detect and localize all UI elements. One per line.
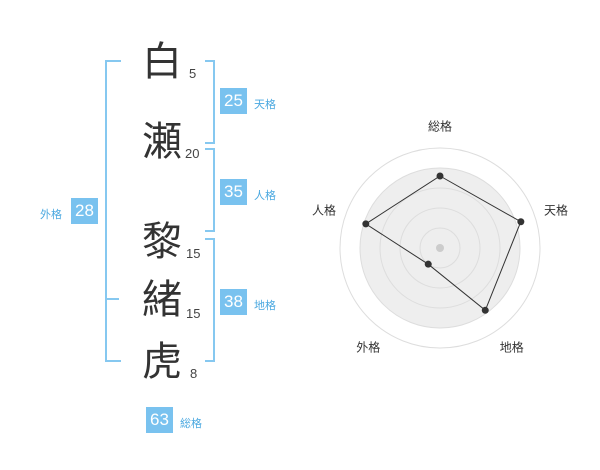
radar-point-1 (436, 172, 444, 180)
chikaku-badge: 38 (220, 289, 247, 315)
radar-ring-3 (379, 187, 501, 309)
soukaku-label: 総格 (180, 417, 202, 430)
jinkaku-bracket (205, 148, 215, 232)
name-char-5: 虎 (142, 339, 182, 385)
jinkaku-badge: 35 (220, 179, 247, 205)
stroke-count-1: 5 (189, 66, 197, 81)
stroke-count-4: 15 (186, 306, 201, 321)
radar-point-4 (424, 260, 432, 268)
radar-axis-label: 外格 (356, 340, 381, 355)
radar-polygon (364, 175, 522, 312)
tenkaku-label: 天格 (254, 98, 276, 111)
name-char-1: 白 (142, 39, 182, 85)
radar-ring-2 (399, 207, 481, 289)
radar-point-5 (362, 220, 370, 228)
soukaku-badge: 63 (146, 407, 173, 433)
radar-ring-4 (359, 167, 521, 329)
gaikaku-label: 外格 (40, 208, 62, 221)
radar-axis-label: 天格 (544, 203, 569, 218)
radar-axis-label: 人格 (311, 203, 336, 218)
name-char-4: 緒 (142, 277, 182, 323)
stroke-count-5: 8 (190, 366, 198, 381)
radar-point-3 (481, 306, 489, 314)
tenkaku-badge: 25 (220, 88, 247, 114)
gaikaku-badge: 28 (71, 198, 98, 224)
name-char-3: 黎 (142, 219, 182, 265)
chikaku-bracket (205, 238, 215, 362)
radar-center-dot (436, 244, 444, 252)
stroke-count-2: 20 (185, 146, 200, 161)
name-char-2: 瀬 (142, 119, 182, 165)
tenkaku-bracket (205, 60, 215, 144)
radar-axis-label: 総格 (427, 119, 453, 134)
radar-ring-1 (419, 227, 461, 269)
stroke-count-3: 15 (186, 246, 201, 261)
radar-point-2 (517, 218, 525, 226)
radar-axis-label: 地格 (499, 340, 524, 355)
chikaku-label: 地格 (254, 299, 276, 312)
outer-bracket (105, 60, 121, 362)
radar-ring-5 (339, 147, 541, 349)
jinkaku-label: 人格 (254, 189, 276, 202)
outer-bracket-mid-tick (107, 298, 119, 300)
